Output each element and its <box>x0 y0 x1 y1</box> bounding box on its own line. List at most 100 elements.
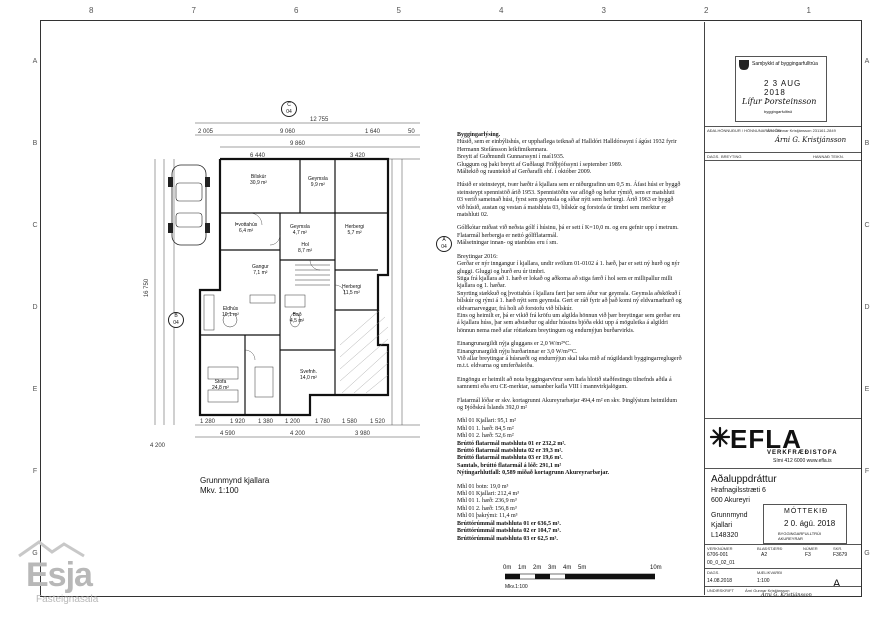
scale-unit: Mkv.1:100 <box>505 584 528 590</box>
field-label: VERKNÚMER <box>707 546 733 551</box>
ruler-mark: 6 <box>294 6 299 15</box>
notes-paragraph: Húsið, sem er einbýlishús, er upphaflega… <box>457 139 677 153</box>
volume-list: Mhl 01 botn: 19,0 m³ Mhl 01 Kjallari: 21… <box>457 484 682 543</box>
room-label: Svefnh.14,0 m² <box>300 369 317 381</box>
dimension-label: 12 755 <box>310 117 329 123</box>
stamp-caption: Samþykkt af byggingarfulltrúa <box>752 61 818 67</box>
ruler-mark: 7 <box>191 6 196 15</box>
floor-area-row: Mhl 01 1. hæð: 84,5 m² <box>457 425 514 432</box>
title-block: Samþykkt af byggingarfulltrúa 2 3 AUG 20… <box>704 22 861 598</box>
watermark-subtitle: Fasteignasala <box>36 594 99 605</box>
dimension-label: 50 <box>408 129 415 135</box>
ruler-mark: 1 <box>806 6 811 15</box>
floor-area-list: Mhl 01 Kjallari: 95,1 m² Mhl 01 1. hæð: … <box>457 418 682 477</box>
floor-area-row: Mhl 01 2. hæð: 52,6 m² <box>457 433 514 440</box>
volume-total: Brúttórúmmál matshluta 01 er 636,5 m³. <box>457 520 561 527</box>
changes-item: Eins og heimilt er, þá er vikið frá kröf… <box>457 312 681 334</box>
plan-scale-text: Mkv. 1:100 <box>200 486 239 496</box>
dimension-label: 4 200 <box>150 443 166 449</box>
lot-area-note: Flatarmál lóðar er skv. kortagrunni Akur… <box>457 397 677 411</box>
notes-heading: Byggingarlýsing. <box>457 132 501 138</box>
stamp-heading: MÓTTEKIÐ <box>784 508 829 515</box>
scale-label: 1m <box>518 565 527 571</box>
scale-label: 5m <box>578 565 587 571</box>
field-label: BREYTING <box>721 154 742 159</box>
field-label: AÐALHÖNNUÐUR / HÖNNUNARSTJÓRI <box>707 128 782 133</box>
drawing-number: F3 <box>805 552 811 558</box>
field-label: DAGS. <box>707 154 720 159</box>
right-grid-ruler: A B C D E F G <box>862 20 872 595</box>
efla-star-icon <box>709 426 731 448</box>
field-label: SKR. <box>833 546 843 551</box>
sheet-name: Kjallari <box>711 522 733 529</box>
scale-label: 2m <box>533 565 542 571</box>
ruler-mark: E <box>864 386 870 394</box>
dimension-label: 3 980 <box>355 431 371 437</box>
dimension-label: 1 640 <box>365 129 381 135</box>
approval-stamp: Samþykkt af byggingarfulltrúa 2 3 AUG 20… <box>735 56 827 122</box>
ruler-mark: C <box>32 221 38 229</box>
notes-paragraph: Flatarmál herbergja er nettó gólfflatarm… <box>457 232 558 239</box>
notes-paragraph: Máltekið og rauntekið af Gerðarafli ehf.… <box>457 169 592 176</box>
ruler-mark: 3 <box>601 6 606 15</box>
notes-paragraph: Breytt af Guðmundi Gunnarssyni í maí1935… <box>457 154 565 161</box>
mountain-icon <box>18 540 85 558</box>
plan-title-text: Grunnmynd kjallara <box>200 476 270 485</box>
ruler-mark: 2 <box>704 6 709 15</box>
designer-name: Árni Gunnar Kristjánsson 231161-2849 <box>767 128 836 133</box>
volume-row: Mhl 01 1. hæð: 236,9 m³ <box>457 498 517 505</box>
insulation-note: Við allar breytingar á húsnæði og endurn… <box>457 355 682 370</box>
changes-item: Snyrting stækkuð og þvottahús í kjallara… <box>457 290 682 312</box>
floor-area-total: Brúttó flatarmál matshluta 01 er 232,2 m… <box>457 440 566 447</box>
dimension-label: 16 750 <box>144 278 151 298</box>
ruler-mark: A <box>864 57 870 65</box>
crest-icon <box>739 60 749 70</box>
floor-area-row: Mhl 01 Kjallari: 95,1 m² <box>457 418 516 425</box>
dimension-label: 1 580 <box>342 419 358 425</box>
stamp-date: 2 0. ágú. 2018 <box>784 519 836 528</box>
notes-paragraph: Gólfkótar miðast við neðsta gólf í húsin… <box>457 225 679 232</box>
floor-plan-lines <box>154 122 420 438</box>
plan-title: Grunnmynd kjallara Mkv. 1:100 <box>200 476 269 497</box>
ruler-mark: G <box>864 550 870 558</box>
dimension-label: 9 860 <box>290 141 306 147</box>
file-number: F3679 <box>833 552 848 558</box>
company-subtitle: VERKFRÆÐISTOFA <box>767 450 838 456</box>
dimension-label: 6 440 <box>250 153 266 159</box>
ruler-mark: A <box>32 57 38 65</box>
signature: Lífur Þorsteinsson <box>742 97 817 106</box>
dimension-label: 1 920 <box>230 419 246 425</box>
scale-bar <box>505 573 655 580</box>
notes-paragraph: Húsið er steinsteypt, tvær hæðir á kjall… <box>457 182 681 219</box>
sheet-border <box>40 20 862 597</box>
floor-plan: 12 755 2 005 9 060 1 640 50 9 860 6 440 … <box>130 95 430 465</box>
dimension-label: 4 200 <box>290 431 306 437</box>
ruler-mark: D <box>864 303 870 311</box>
stamp-caption: BYGGINGARFULLTRÚI AKUREYRAR <box>778 531 822 541</box>
volume-total: Brúttórúmmál matshluta 03 er 62,5 m³. <box>457 535 558 542</box>
floor-area-total: Brúttó flatarmál matshluta 03 er 19,6 m²… <box>457 455 563 462</box>
volume-row: Mhl 01 þakrými: 11,4 m³ <box>457 513 518 520</box>
ruler-mark: E <box>32 386 38 394</box>
watermark-logo: Esja Fasteignasala <box>14 538 114 608</box>
address-line: 600 Akureyri <box>711 497 750 504</box>
field-label: NÚMER <box>803 546 818 551</box>
ruler-mark: 5 <box>396 6 401 15</box>
paper-size: A2 <box>761 552 768 558</box>
revision-letter: A <box>833 578 841 590</box>
ruler-mark: 8 <box>89 6 94 15</box>
company-contact: Sími 412 6000 www.efla.is <box>773 458 832 464</box>
car-icon <box>168 164 210 246</box>
ruler-mark: F <box>32 468 38 476</box>
field-label: DAGS. <box>707 570 720 575</box>
dimension-label: 1 380 <box>258 419 274 425</box>
changes-item: Stiga frá kjallara að 1. hæð er lokað og… <box>457 275 673 290</box>
